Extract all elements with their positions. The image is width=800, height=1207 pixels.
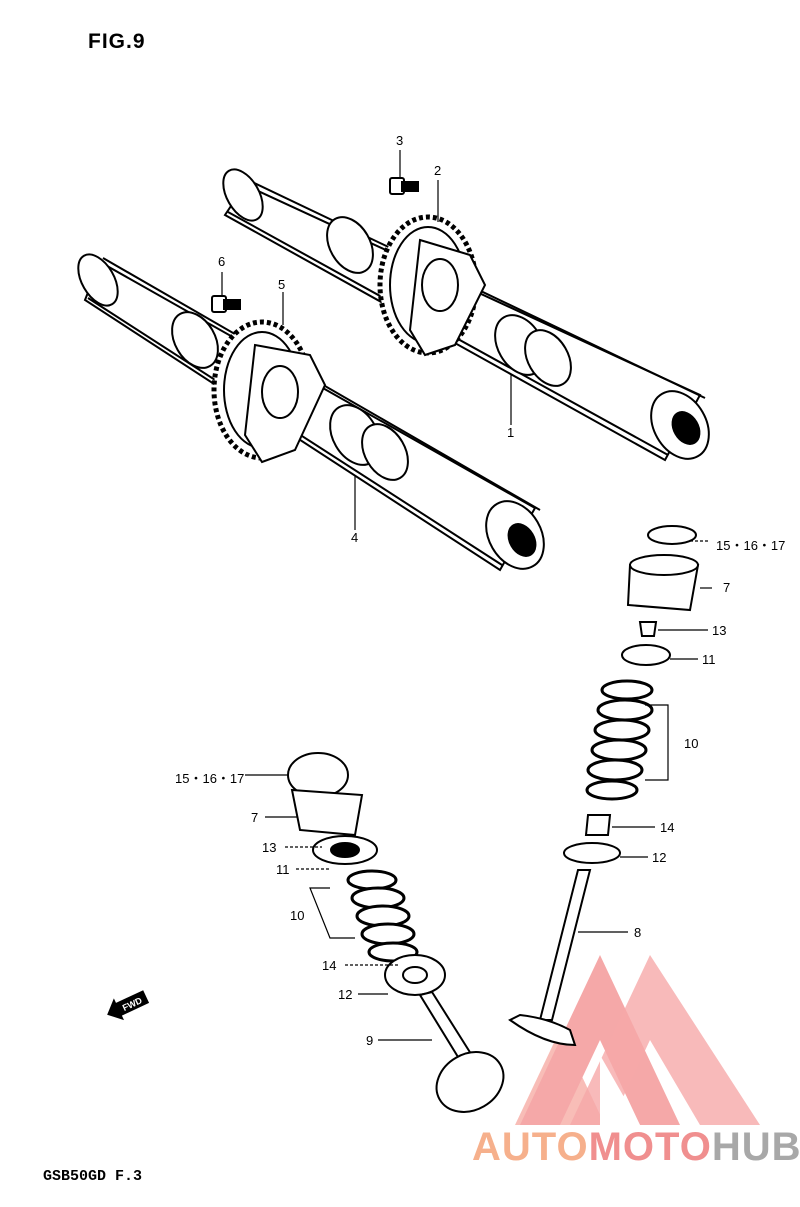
figure-title: FIG.9 xyxy=(88,30,146,53)
cam-sprocket-intake xyxy=(211,319,327,464)
spring-right xyxy=(585,679,654,801)
spring-seat-right xyxy=(563,842,621,864)
callout-10-right: 10 xyxy=(684,736,699,751)
callout-1: 1 xyxy=(507,425,515,440)
callout-14-right: 14 xyxy=(660,820,675,835)
watermark-part-moto: MOTO xyxy=(588,1125,712,1169)
callout-4: 4 xyxy=(351,530,359,545)
callout-9: 9 xyxy=(366,1033,374,1048)
callout-6: 6 xyxy=(218,254,226,269)
watermark-part-hub: HUB xyxy=(711,1125,800,1169)
callout-13-left: 13 xyxy=(262,840,277,855)
callout-5: 5 xyxy=(278,277,286,292)
callout-14-left: 14 xyxy=(322,958,337,973)
callout-15-16-17-right: 15・16・17 xyxy=(716,538,786,553)
model-code: GSB50GD F.3 xyxy=(43,1168,143,1185)
callout-11-left: 11 xyxy=(276,862,290,877)
spring-left xyxy=(346,869,419,963)
callout-12-right: 12 xyxy=(652,850,667,865)
forward-arrow-icon: FWD xyxy=(107,990,150,1021)
cam-sprocket-exhaust xyxy=(377,214,487,357)
cotter-right xyxy=(638,621,658,637)
leader-lines xyxy=(221,150,712,1041)
watermark-part-auto: AUTO xyxy=(472,1125,589,1169)
shim-right xyxy=(647,525,697,545)
callout-3: 3 xyxy=(396,133,404,148)
valve-assembly-right xyxy=(508,525,700,1047)
callout-10-left: 10 xyxy=(290,908,305,923)
callout-11-right: 11 xyxy=(702,652,716,667)
watermark-logo-icon xyxy=(515,955,760,1125)
seal-right xyxy=(584,814,612,836)
callout-13-right: 13 xyxy=(712,623,727,638)
watermark-text: AUTOMOTOHUB xyxy=(472,1125,800,1170)
callout-15-16-17-left: 15・16・17 xyxy=(175,771,245,786)
callout-7-left: 7 xyxy=(251,810,259,825)
valve-stem-right xyxy=(538,869,592,1021)
sprocket-bolt-intake xyxy=(211,295,241,313)
callout-2: 2 xyxy=(434,163,442,178)
callout-12-left: 12 xyxy=(338,987,353,1002)
valve-assembly-left xyxy=(287,752,505,1113)
callout-8: 8 xyxy=(634,925,642,940)
retainer-right xyxy=(621,644,671,666)
callout-7-right: 7 xyxy=(723,580,731,595)
sprocket-bolt-exhaust xyxy=(389,177,419,195)
